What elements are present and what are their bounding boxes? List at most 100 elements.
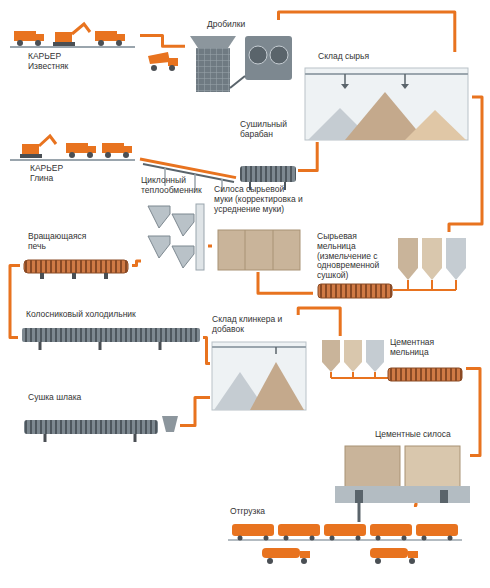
rotary-kiln-part <box>104 273 108 279</box>
equipment-node: Сушка шлака <box>20 393 180 447</box>
cement-mill-part <box>366 340 384 362</box>
shipping-transport-part <box>370 524 412 536</box>
equipment-label: Склад сырья <box>318 52 438 62</box>
shipping-transport-part <box>409 558 415 564</box>
clay-quarry-part <box>39 136 56 146</box>
shipping-transport-part <box>300 551 310 558</box>
equipment-label: Сырьевая мельница (измельчение с одновре… <box>317 232 395 281</box>
raw-material-store-part <box>405 110 466 140</box>
cement-mill-part <box>366 362 384 372</box>
clay-quarry-part <box>22 144 39 154</box>
raw-material-store-part <box>401 84 409 89</box>
limestone-quarry <box>10 24 135 47</box>
shipping-transport-part <box>330 536 335 541</box>
limestone-quarry-part <box>35 40 41 46</box>
shipping-transport-part <box>422 536 427 541</box>
clinker-store-part <box>275 347 277 354</box>
equipment-label: КАРЬЕР Известняк <box>28 52 83 72</box>
raw-mill-part <box>398 238 418 268</box>
clay-quarry-part <box>102 143 124 153</box>
crusher-part <box>190 36 236 48</box>
rotary-kiln-part <box>72 273 76 279</box>
raw-mill-part <box>393 280 456 290</box>
limestone-quarry-part <box>98 40 104 46</box>
equipment-node: Колосниковый холодильник <box>18 310 203 356</box>
limestone-quarry-part <box>17 40 23 46</box>
equipment-label: Колосниковый холодильник <box>26 310 196 320</box>
equipment-label: Дробилки <box>207 20 287 30</box>
raw-meal-silo-part <box>245 230 273 270</box>
material-pipe <box>203 338 210 364</box>
equipment-label: Отгрузка <box>230 507 330 517</box>
dump-truck-part <box>151 65 157 71</box>
crusher-part <box>249 46 267 64</box>
cyclone-preheater-part <box>196 204 204 270</box>
clay-quarry-part <box>69 152 75 158</box>
cement-silos-part <box>405 446 460 488</box>
clinker-store-part <box>212 346 306 348</box>
crusher-part <box>230 76 245 88</box>
equipment-label: Сушка шлака <box>28 393 148 403</box>
cement-silos-part <box>440 490 448 503</box>
material-pipe <box>10 266 20 338</box>
cement-mill-part <box>322 340 340 362</box>
equipment-node: КАРЬЕР Глина <box>10 126 140 192</box>
raw-material-store-part <box>345 74 405 84</box>
cyclone-preheater-part <box>172 246 194 268</box>
raw-material-store-part <box>305 73 468 75</box>
clinker-store <box>212 342 306 410</box>
cement-mill-part <box>322 362 340 372</box>
clinker-store-part <box>212 342 306 410</box>
raw-mill-part <box>318 284 392 298</box>
material-pipe <box>132 261 141 266</box>
raw-material-store-part <box>341 84 349 89</box>
slag-dryer-part <box>162 416 178 432</box>
shipping-transport-part <box>284 536 289 541</box>
raw-mill-part <box>446 238 466 268</box>
shipping-transport-part <box>262 548 300 558</box>
equipment-node: КАРЬЕР Известняк <box>10 18 140 76</box>
equipment-node: Склад сырья <box>300 52 472 142</box>
crusher-part <box>270 46 288 64</box>
dump-truck-part <box>169 65 175 71</box>
grate-cooler <box>22 328 200 350</box>
equipment-node: Цементные силоса <box>335 430 470 503</box>
material-pipe <box>279 12 455 52</box>
rotary-kiln <box>24 260 128 279</box>
shipping-transport-part <box>264 536 269 541</box>
limestone-quarry-part <box>10 46 135 48</box>
raw-meal-silo <box>218 230 300 270</box>
cement-silos-part <box>355 490 363 503</box>
cement-mill-part <box>344 340 362 362</box>
equipment-label: КАРЬЕР Глина <box>30 164 85 184</box>
crusher-part <box>196 48 230 92</box>
equipment-node: Отгрузка <box>222 507 470 576</box>
limestone-quarry-part <box>53 42 75 46</box>
equipment-label: Цементная мельница <box>390 338 464 358</box>
clay-quarry-part <box>20 154 42 158</box>
limestone-quarry-part <box>117 34 125 41</box>
shipping-transport-part <box>370 548 408 558</box>
material-pipe <box>140 35 185 46</box>
equipment-label: Цементные силоса <box>375 430 467 440</box>
equipment-label: Циклонный теплообменник <box>141 176 208 196</box>
dump-truck <box>148 52 178 71</box>
shipping-transport-part <box>402 536 407 541</box>
cyclone-preheater-part <box>172 214 194 236</box>
dryer-drum-part <box>240 166 296 182</box>
material-pipe <box>140 159 236 178</box>
rotary-kiln-part <box>24 260 128 273</box>
material-pipe <box>298 142 317 170</box>
cyclone-preheater-part <box>148 206 170 228</box>
material-pipe <box>258 272 313 293</box>
cyclone-preheater <box>148 204 204 270</box>
cement-silos-part <box>345 446 400 488</box>
raw-material-store <box>305 68 468 140</box>
material-pipe <box>298 308 340 336</box>
equipment-label: Склад клинкера и добавок <box>212 315 306 335</box>
shipping-transport-part <box>232 524 274 536</box>
shipping-transport <box>228 524 462 564</box>
shipping-transport-part <box>416 524 458 536</box>
cement-mill-part <box>388 368 462 381</box>
